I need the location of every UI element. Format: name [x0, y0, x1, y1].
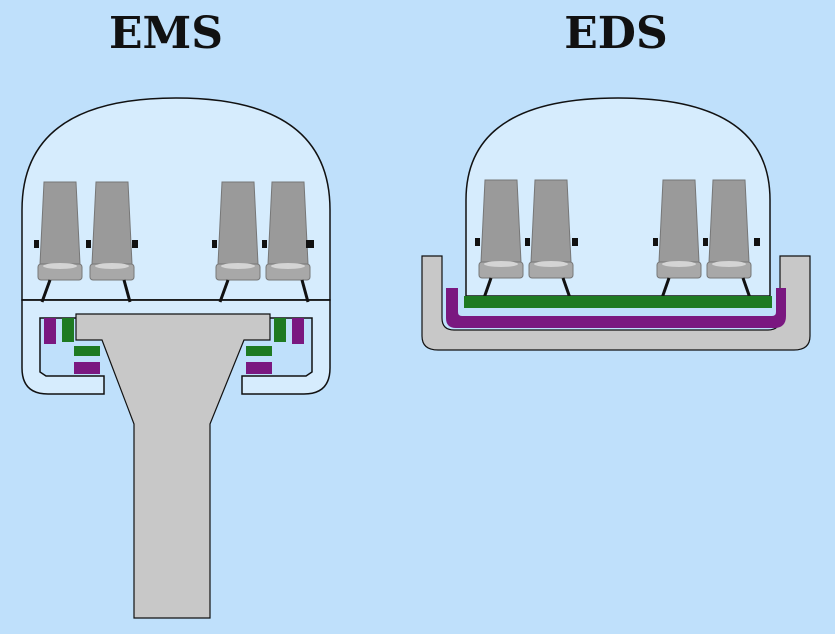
- eds-seat-legs: [482, 277, 752, 299]
- ems-magnet-purple-left: [44, 318, 56, 344]
- eds-guideway-coil: [446, 288, 786, 328]
- ems-magnet-green-left: [62, 318, 74, 342]
- ems-seat-legs: [40, 279, 310, 303]
- eds-vehicle: [421, 97, 811, 351]
- ems-bogie-shell: [21, 299, 331, 395]
- ems-magnet-purple-right-low: [246, 362, 272, 374]
- ems-magnet-green-right: [274, 318, 286, 342]
- eds-magnet-green: [464, 296, 772, 308]
- ems-guideway: [75, 313, 271, 619]
- eds-guideway: [421, 255, 811, 351]
- ems-magnet-purple-right: [292, 318, 304, 344]
- eds-title: EDS: [564, 8, 668, 59]
- ems-magnet-green-right-low: [246, 346, 272, 356]
- ems-magnet-green-left-low: [74, 346, 100, 356]
- ems-vehicle: [21, 97, 331, 619]
- ems-title: EMS: [108, 8, 224, 59]
- ems-magnet-purple-left-low: [74, 362, 100, 374]
